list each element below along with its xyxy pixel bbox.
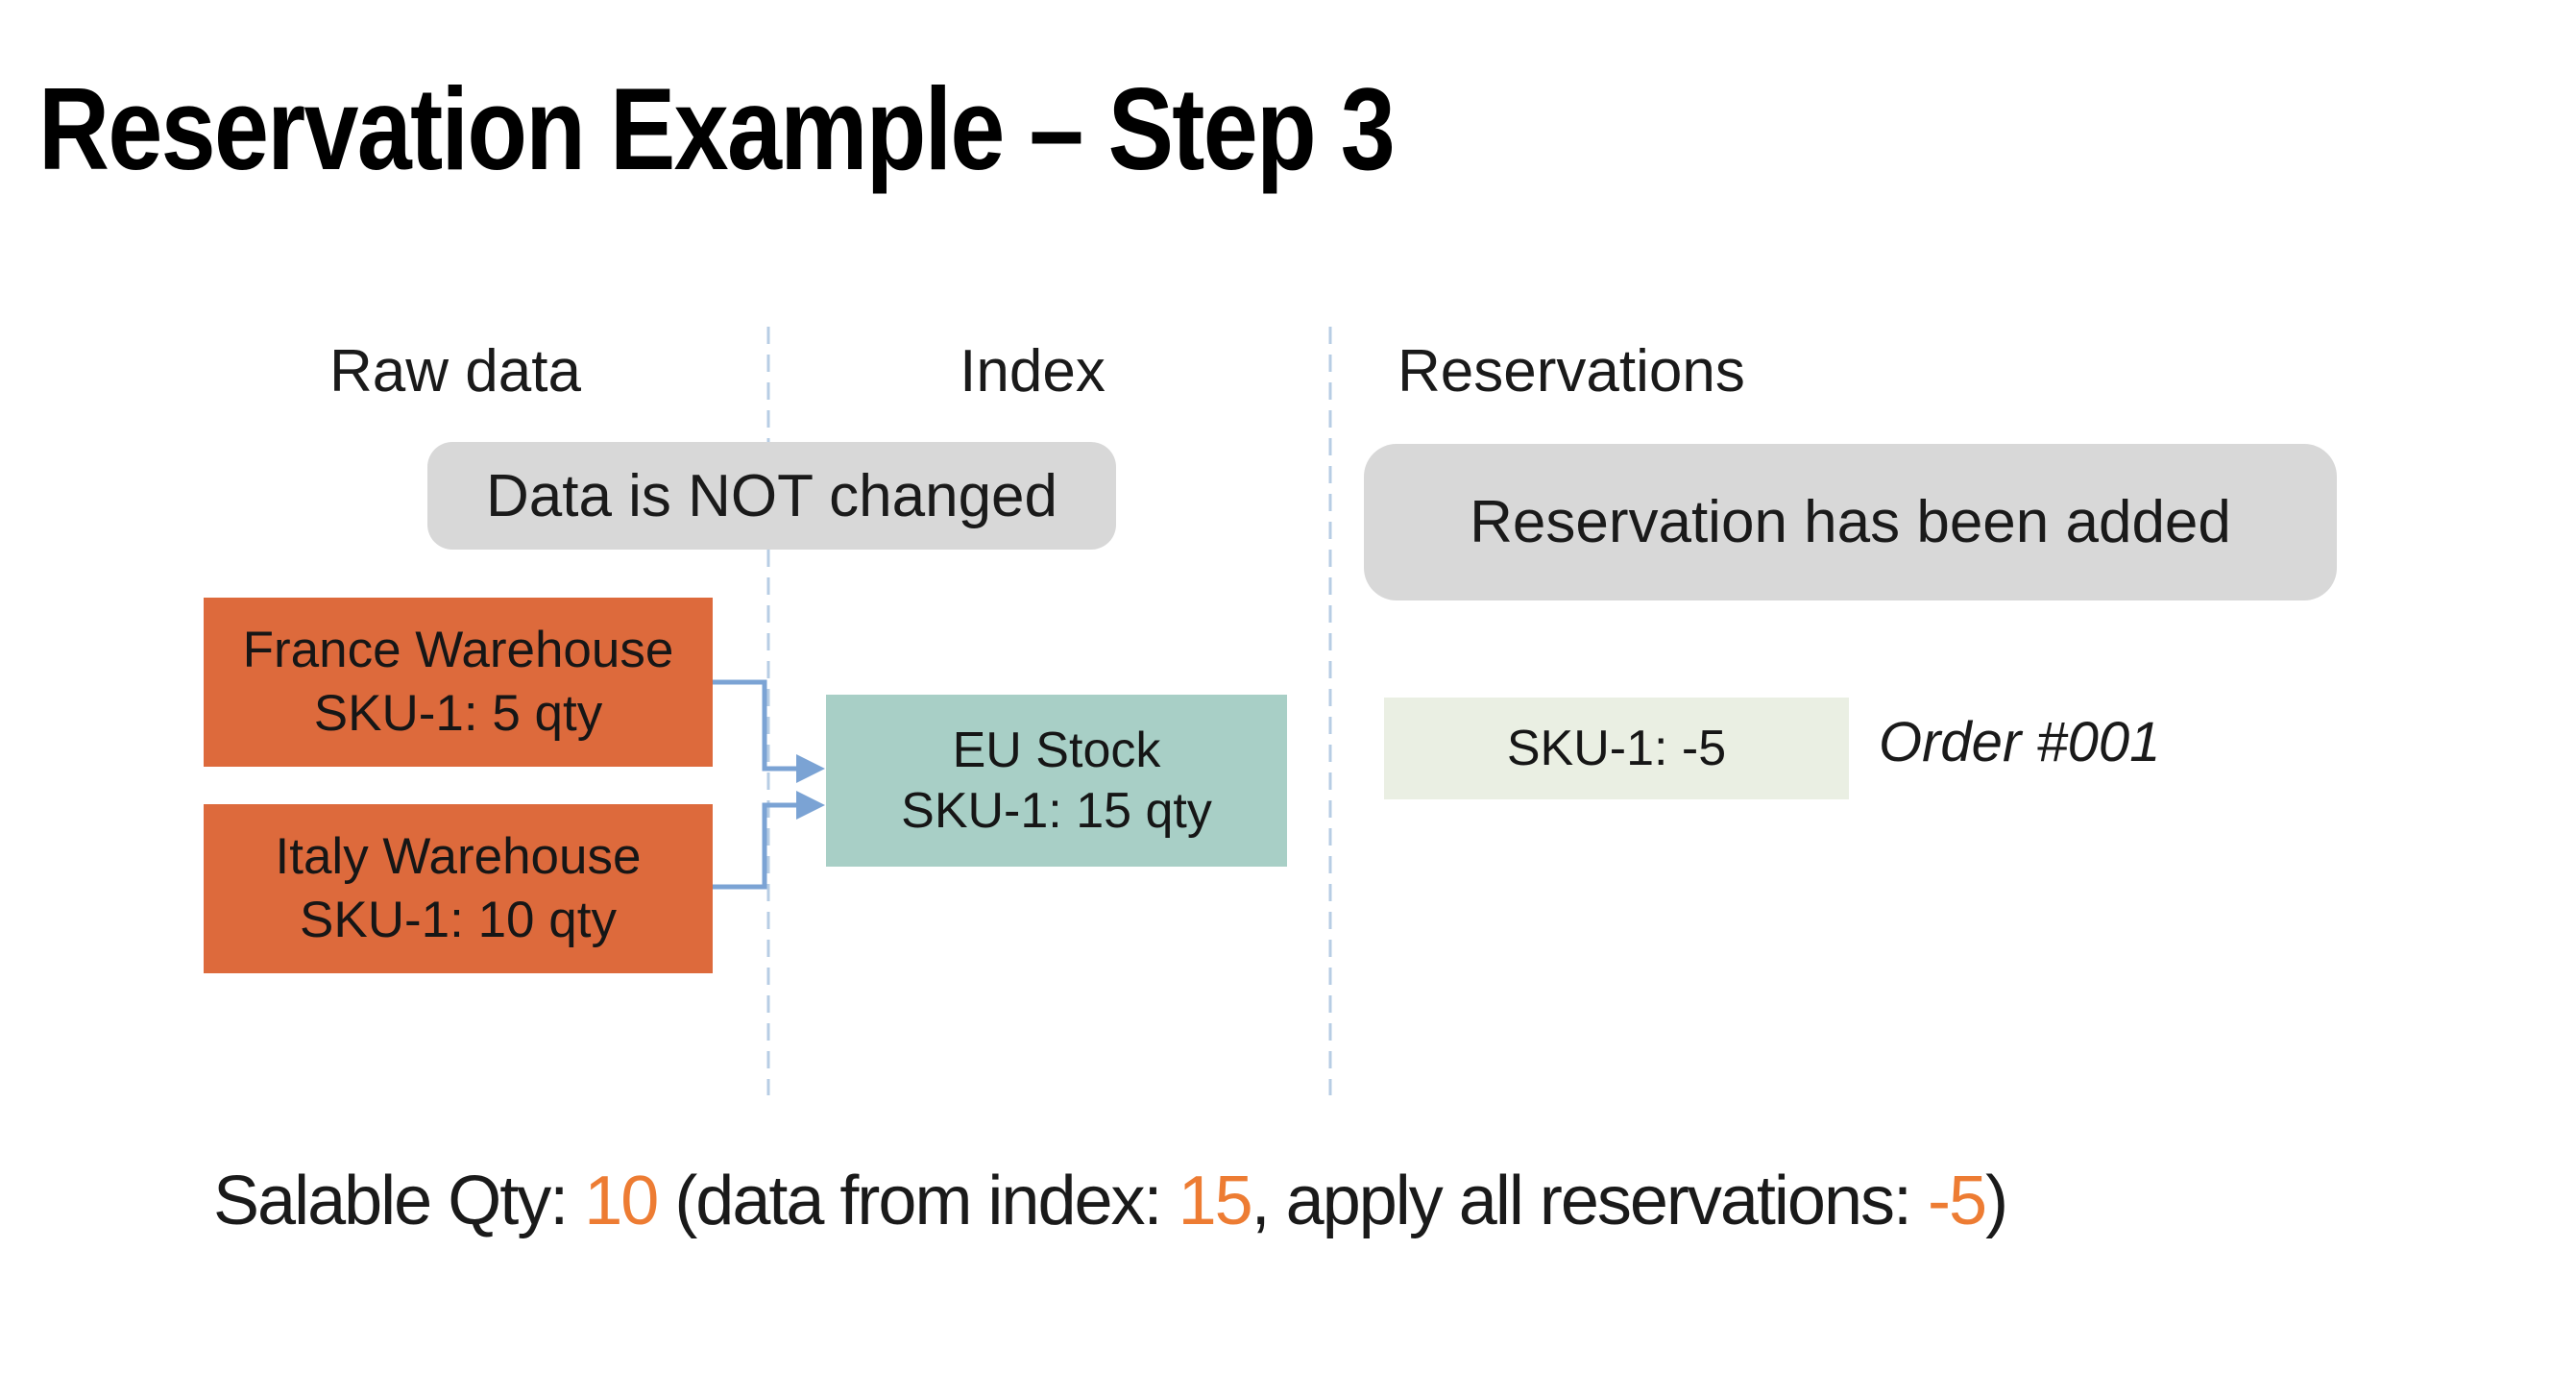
- note-reservation-added: Reservation has been added: [1364, 444, 2337, 600]
- warehouse-box-france: France Warehouse SKU-1: 5 qty: [204, 598, 713, 767]
- column-label-index: Index: [960, 338, 1106, 404]
- arrowhead-italy-icon: [796, 791, 825, 820]
- column-label-raw-data: Raw data: [329, 338, 581, 404]
- column-label-reservations: Reservations: [1397, 338, 1745, 404]
- index-box-name: EU Stock: [952, 722, 1161, 778]
- summary-segment: ): [1985, 1163, 2008, 1239]
- note-reservation-added-text: Reservation has been added: [1470, 489, 2231, 555]
- arrowhead-france-icon: [796, 754, 825, 783]
- connector-france-to-index: [713, 679, 796, 772]
- reservation-entry-box: SKU-1: -5: [1384, 698, 1849, 799]
- warehouse-france-name: France Warehouse: [242, 622, 674, 678]
- summary-segment: , apply all reservations:: [1251, 1163, 1929, 1239]
- summary-segment: (data from index:: [657, 1163, 1179, 1239]
- note-data-not-changed: Data is NOT changed: [427, 442, 1116, 550]
- slide-title: Reservation Example – Step 3: [38, 63, 1396, 194]
- warehouse-italy-qty: SKU-1: 10 qty: [300, 892, 617, 948]
- note-data-not-changed-text: Data is NOT changed: [485, 462, 1058, 529]
- summary-text: Salable Qty: 10 (data from index: 15, ap…: [213, 1163, 2008, 1239]
- reservation-entry-text: SKU-1: -5: [1506, 721, 1727, 776]
- summary-segment: Salable Qty:: [213, 1163, 585, 1239]
- summary-segment: -5: [1928, 1163, 1987, 1239]
- warehouse-france-qty: SKU-1: 5 qty: [313, 685, 603, 742]
- warehouse-italy-name: Italy Warehouse: [275, 828, 642, 885]
- index-box-eu-stock: EU Stock SKU-1: 15 qty: [826, 695, 1287, 867]
- connector-italy-to-index: [713, 802, 796, 890]
- index-box-qty: SKU-1: 15 qty: [901, 782, 1212, 839]
- summary-segment: 10: [584, 1163, 659, 1239]
- order-label: Order #001: [1879, 711, 2161, 773]
- summary-segment: 15: [1178, 1163, 1253, 1239]
- warehouse-box-italy: Italy Warehouse SKU-1: 10 qty: [204, 804, 713, 973]
